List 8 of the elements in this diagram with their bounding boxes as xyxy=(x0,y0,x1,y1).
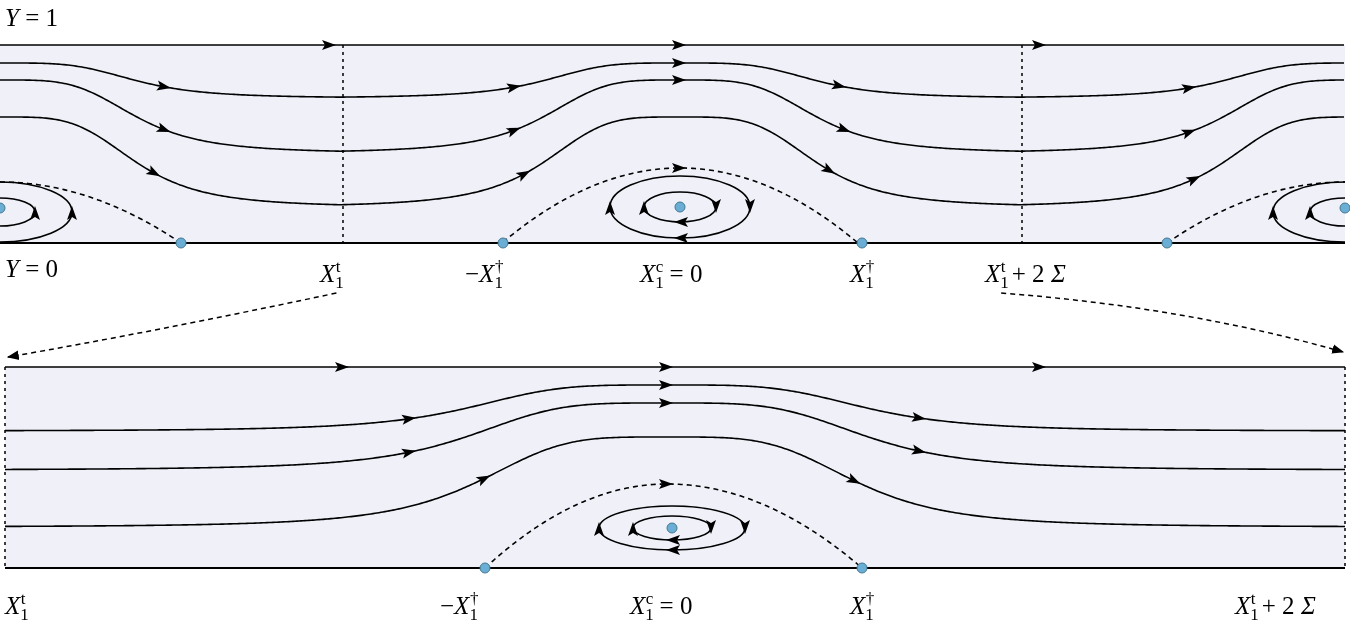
axis-label: X$_{1}$$^{t}$ + 2 Σ xyxy=(1235,590,1316,623)
axis-label: X$_{1}$$^{c}$ = 0 xyxy=(640,258,703,291)
axis-label: X$_{1}$$^{t}$ + 2 Σ xyxy=(985,258,1066,291)
axis-label: Y = 1 xyxy=(5,5,58,30)
mapping-arrow xyxy=(6,292,338,360)
axis-label: X$_{1}$$^{c}$ = 0 xyxy=(630,590,693,623)
mapping-arrow xyxy=(1000,292,1345,354)
axis-label: Y = 0 xyxy=(5,256,58,281)
